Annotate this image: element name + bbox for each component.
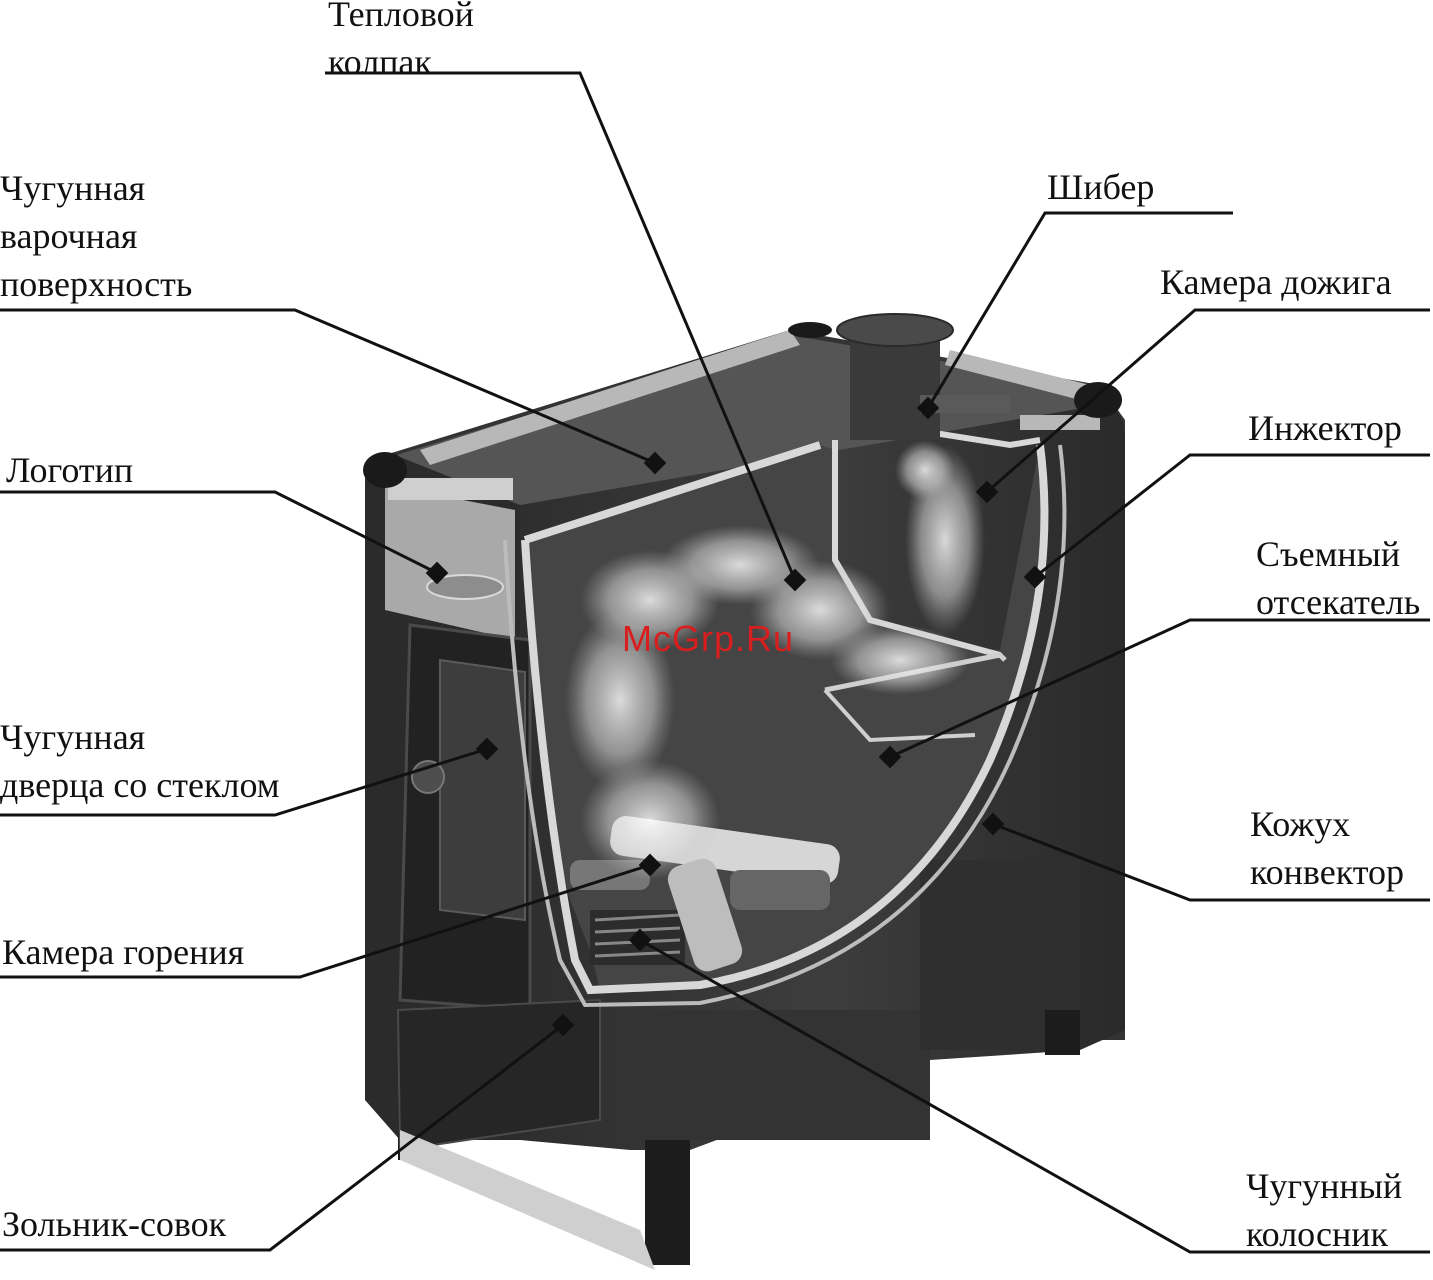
label-cooking-surface: Чугунная варочная поверхность — [0, 164, 192, 308]
label-grate: Чугунный колосник — [1246, 1162, 1402, 1258]
label-heat-cap: Тепловой колпак — [328, 0, 474, 86]
label-door: Чугунная дверца со стеклом — [0, 713, 280, 809]
label-ash-pan: Зольник-совок — [2, 1200, 226, 1248]
label-logo: Логотип — [6, 446, 133, 494]
label-injector: Инжектор — [1248, 404, 1402, 452]
label-damper: Шибер — [1047, 163, 1154, 211]
label-deflector: Съемный отсекатель — [1256, 530, 1420, 626]
label-combustion-chamber: Камера горения — [2, 928, 244, 976]
label-afterburn-chamber: Камера дожига — [1160, 258, 1392, 306]
watermark: McGrp.Ru — [622, 618, 794, 660]
label-convector: Кожух конвектор — [1250, 800, 1404, 896]
